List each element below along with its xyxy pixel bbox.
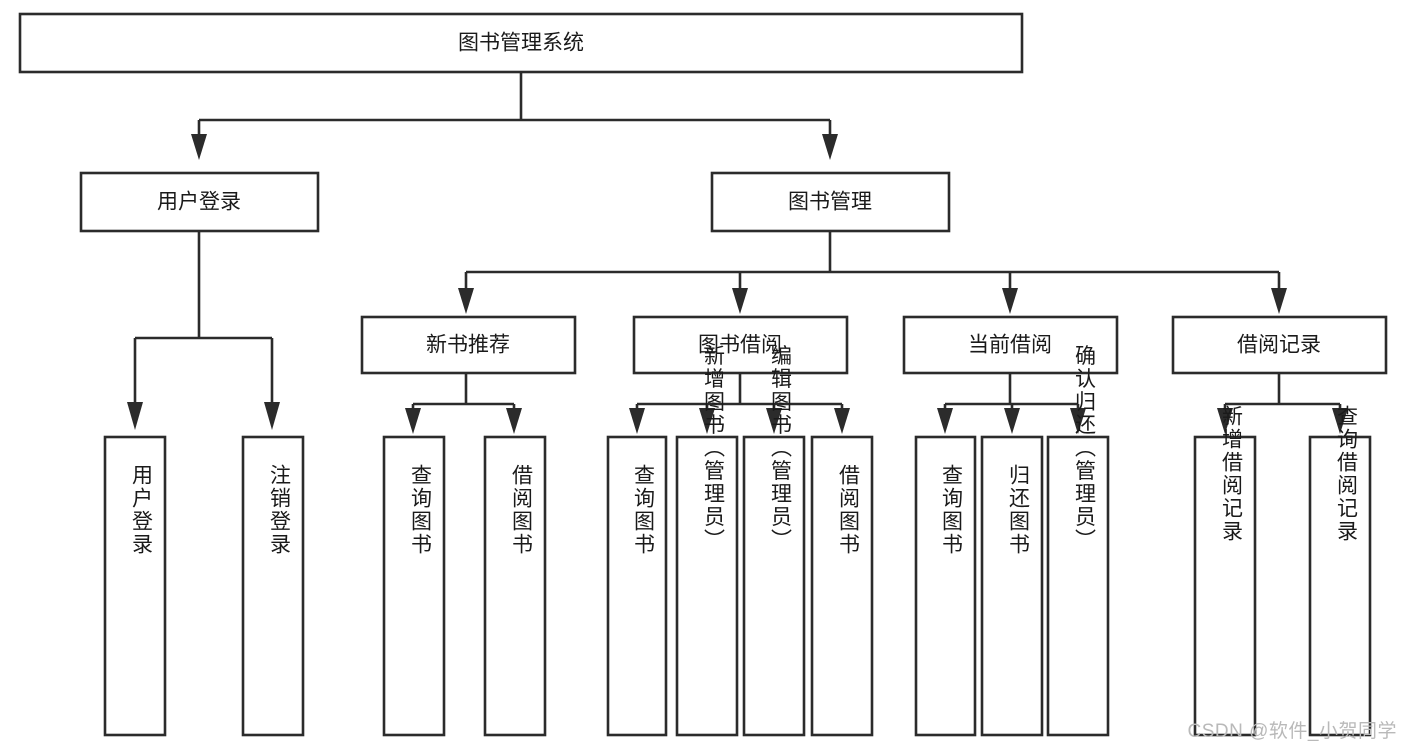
node-root-label: 图书管理系统 [458, 32, 584, 55]
node-book-borrow-box[interactable] [632, 315, 849, 375]
connector-group-book-borrow [629, 373, 850, 434]
node-leaf-confirm-return-box[interactable] [1046, 435, 1110, 737]
arrow-head-leaf-confirm-return [1070, 408, 1086, 434]
node-leaf-confirm-return-label: 确认归还（管理员） [1073, 345, 1097, 552]
node-borrow-record-box[interactable] [1171, 315, 1388, 375]
arrow-head-leaf-borrow-book-2 [834, 408, 850, 434]
node-leaf-return-book-label: 归还图书 [1007, 464, 1031, 556]
node-leaf-query-book-1[interactable]: 查询图书 [382, 435, 446, 737]
arrow-head-leaf-user-login [127, 402, 143, 430]
node-leaf-borrow-book-1-box[interactable] [483, 435, 547, 737]
arrow-head-leaf-logout-login [264, 402, 280, 430]
arrow-head-leaf-edit-book [766, 408, 782, 434]
node-leaf-borrow-book-2-label: 借阅图书 [837, 464, 861, 556]
node-borrow-record-label: 借阅记录 [1237, 334, 1321, 357]
connector-group-current-borrow [937, 373, 1086, 434]
node-borrow-record[interactable]: 借阅记录 [1171, 315, 1388, 375]
node-leaf-user-login[interactable]: 用户登录 [103, 435, 167, 737]
arrow-head-leaf-add-record [1217, 408, 1233, 434]
node-book-manage-label: 图书管理 [788, 191, 872, 214]
node-leaf-user-login-label: 用户登录 [130, 464, 154, 556]
node-current-borrow-label: 当前借阅 [968, 334, 1052, 357]
connector-group-book-manage [458, 231, 1287, 314]
node-leaf-query-book-3[interactable]: 查询图书 [914, 435, 977, 737]
node-leaf-query-record[interactable]: 查询借阅记录 [1308, 405, 1372, 737]
node-leaf-borrow-book-1[interactable]: 借阅图书 [483, 435, 547, 737]
node-book-borrow-label: 图书借阅 [698, 334, 782, 357]
arrow-head-book-borrow [732, 288, 748, 314]
connector-group-root [191, 72, 838, 160]
arrow-head-book-manage [822, 134, 838, 160]
node-new-book-rec[interactable]: 新书推荐 [360, 315, 577, 375]
arrow-head-leaf-query-book-2 [629, 408, 645, 434]
node-user-login-label: 用户登录 [157, 191, 241, 214]
node-leaf-borrow-book-1-label: 借阅图书 [510, 464, 534, 556]
arrow-head-leaf-query-record [1332, 408, 1348, 434]
arrow-head-current-borrow [1002, 288, 1018, 314]
node-leaf-query-record-box[interactable] [1308, 435, 1372, 737]
arrow-head-user-login [191, 134, 207, 160]
node-new-book-rec-label: 新书推荐 [426, 334, 510, 357]
arrow-head-new-book-rec [458, 288, 474, 314]
arrow-head-leaf-add-book [699, 408, 715, 434]
node-leaf-edit-book-box[interactable] [742, 435, 806, 737]
node-root-box[interactable] [18, 12, 1024, 74]
node-leaf-query-record-label: 查询借阅记录 [1335, 405, 1359, 543]
node-leaf-edit-book[interactable]: 编辑图书（管理员） [742, 345, 806, 737]
node-leaf-logout-login-label: 注销登录 [268, 464, 292, 556]
arrow-head-leaf-borrow-book-1 [506, 408, 522, 434]
node-leaf-add-record-box[interactable] [1193, 435, 1257, 737]
node-leaf-return-book-box[interactable] [980, 435, 1044, 737]
node-current-borrow[interactable]: 当前借阅 [902, 315, 1119, 375]
node-leaf-borrow-book-2[interactable]: 借阅图书 [810, 435, 874, 737]
node-leaf-query-book-2-box[interactable] [606, 435, 668, 737]
node-root[interactable]: 图书管理系统 [18, 12, 1024, 74]
node-leaf-query-book-2-label: 查询图书 [632, 464, 656, 556]
node-leaf-add-record-label: 新增借阅记录 [1220, 405, 1244, 543]
connector-group-borrow-record [1217, 373, 1348, 434]
arrow-head-leaf-query-book-3 [937, 408, 953, 434]
node-leaf-edit-book-label: 编辑图书（管理员） [769, 345, 793, 552]
arrow-head-leaf-return-book [1004, 408, 1020, 434]
arrow-head-borrow-record [1271, 288, 1287, 314]
node-current-borrow-box[interactable] [902, 315, 1119, 375]
node-leaf-add-book-label: 新增图书（管理员） [702, 345, 726, 552]
node-leaf-query-book-1-label: 查询图书 [409, 464, 433, 556]
node-leaf-add-book[interactable]: 新增图书（管理员） [675, 345, 739, 737]
node-leaf-query-book-3-label: 查询图书 [940, 464, 964, 556]
node-book-borrow[interactable]: 图书借阅 [632, 315, 849, 375]
connector-group-user-login [127, 231, 280, 430]
node-new-book-rec-box[interactable] [360, 315, 577, 375]
node-book-manage[interactable]: 图书管理 [710, 171, 951, 233]
node-leaf-query-book-1-box[interactable] [382, 435, 446, 737]
node-user-login[interactable]: 用户登录 [79, 171, 320, 233]
node-leaf-query-book-3-box[interactable] [914, 435, 977, 737]
node-leaf-user-login-box[interactable] [103, 435, 167, 737]
node-user-login-box[interactable] [79, 171, 320, 233]
node-leaf-logout-login[interactable]: 注销登录 [241, 435, 305, 737]
node-leaf-add-book-box[interactable] [675, 435, 739, 737]
node-leaf-borrow-book-2-box[interactable] [810, 435, 874, 737]
connector-group-new-book-rec [405, 373, 522, 434]
node-leaf-query-book-2[interactable]: 查询图书 [606, 435, 668, 737]
node-book-manage-box[interactable] [710, 171, 951, 233]
node-leaf-logout-login-box[interactable] [241, 435, 305, 737]
node-leaf-add-record[interactable]: 新增借阅记录 [1193, 405, 1257, 737]
node-leaf-return-book[interactable]: 归还图书 [980, 435, 1044, 737]
node-leaf-confirm-return[interactable]: 确认归还（管理员） [1046, 345, 1110, 737]
arrow-head-leaf-query-book-1 [405, 408, 421, 434]
